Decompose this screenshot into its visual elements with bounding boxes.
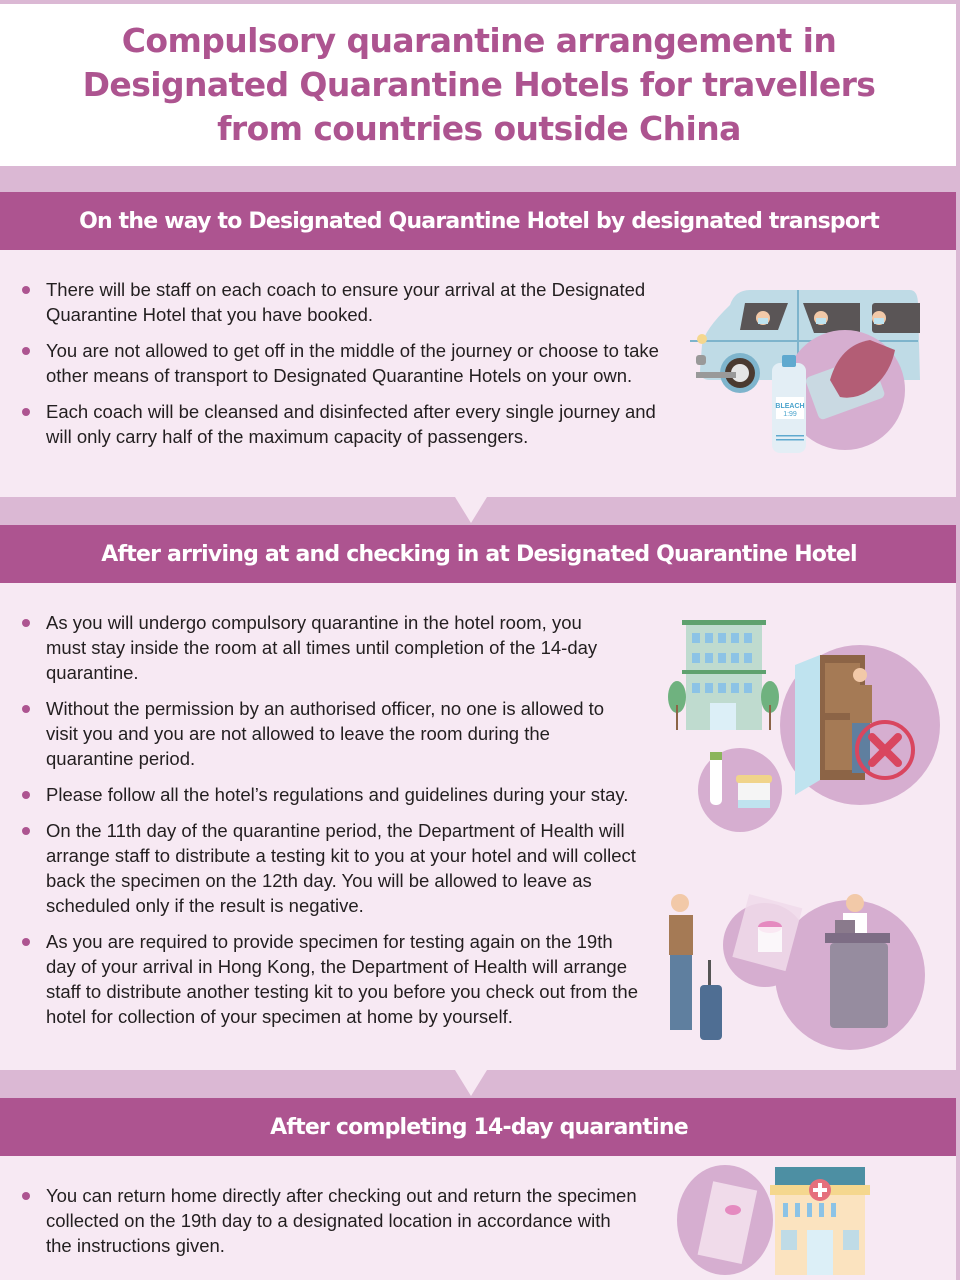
bullet-icon <box>22 1192 30 1200</box>
top-border <box>0 0 958 4</box>
list-item: Without the permission by an authorised … <box>0 696 690 771</box>
bullet-icon <box>22 286 30 294</box>
list-item: You can return home directly after check… <box>0 1183 640 1258</box>
specimen-bag-icon <box>677 1165 773 1275</box>
return-specimen-illustration <box>677 1165 870 1275</box>
disinfection-wipe-icon <box>785 330 905 450</box>
list-item: You are not allowed to get off in the mi… <box>0 338 680 388</box>
bullet-icon <box>22 619 30 627</box>
list-item: Each coach will be cleansed and disinfec… <box>0 399 680 449</box>
section-divider-band <box>0 497 958 525</box>
bullet-icon <box>22 408 30 416</box>
checkout-testing-kit-illustration <box>669 894 925 1050</box>
title-line-2: Designated Quarantine Hotels for travell… <box>82 65 876 104</box>
list-item: On the 11th day of the quarantine period… <box>0 818 690 918</box>
page-title: Compulsory quarantine arrangement in Des… <box>83 19 876 151</box>
title-box: Compulsory quarantine arrangement in Des… <box>0 4 958 166</box>
coach-disinfection-illustration: BLEACH 1:99 <box>690 290 920 453</box>
list-item: As you are required to provide specimen … <box>0 929 690 1029</box>
svg-text:1:99: 1:99 <box>783 411 797 418</box>
svg-text:BLEACH: BLEACH <box>775 403 804 410</box>
bullet-icon <box>22 705 30 713</box>
section-header-hotel: After arriving at and checking in at Des… <box>0 525 958 583</box>
hotel-room-quarantine-illustration <box>668 620 940 832</box>
down-arrow-notch <box>455 1070 487 1096</box>
section-divider-band <box>0 166 958 192</box>
section-divider-band <box>0 1070 958 1098</box>
bleach-bottle-icon: BLEACH 1:99 <box>772 355 806 453</box>
traveller-with-luggage-icon <box>669 894 722 1040</box>
completion-bullet-list: You can return home directly after check… <box>0 1183 640 1269</box>
title-line-1: Compulsory quarantine arrangement in <box>121 21 837 60</box>
hotel-bullet-list: As you will undergo compulsory quarantin… <box>0 610 690 1040</box>
specimen-bag-icon <box>732 894 803 972</box>
hotel-building-icon <box>668 620 779 730</box>
bullet-icon <box>22 827 30 835</box>
bullet-icon <box>22 791 30 799</box>
list-item: Please follow all the hotel’s regulation… <box>0 782 690 807</box>
clinic-building-icon <box>770 1167 870 1275</box>
title-line-3: from countries outside China <box>217 109 741 148</box>
transport-bullet-list: There will be staff on each coach to ens… <box>0 277 680 460</box>
section-header-transport: On the way to Designated Quarantine Hote… <box>0 192 958 250</box>
bullet-icon <box>22 938 30 946</box>
section-header-completion: After completing 14-day quarantine <box>0 1098 958 1156</box>
bullet-icon <box>22 347 30 355</box>
down-arrow-notch <box>455 497 487 523</box>
testing-kit-icon <box>710 752 772 808</box>
right-border <box>956 0 958 1280</box>
list-item: As you will undergo compulsory quarantin… <box>0 610 690 685</box>
list-item: There will be staff on each coach to ens… <box>0 277 680 327</box>
